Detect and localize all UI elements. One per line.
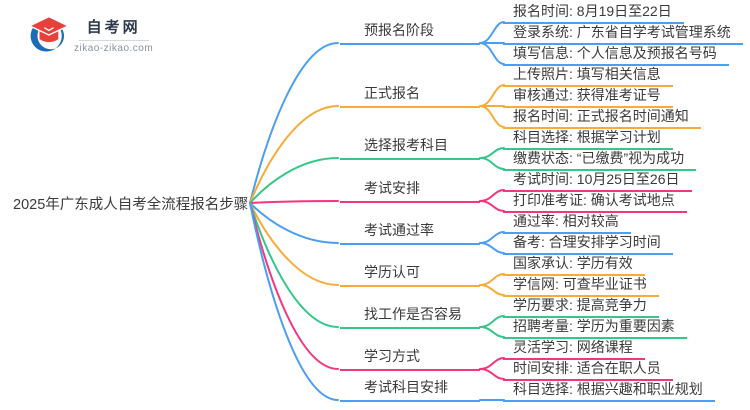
leaf-node: 科目选择: 根据学习计划 xyxy=(503,128,673,150)
branch-node: 正式报名 xyxy=(340,84,480,108)
leaf-node: 灵活学习: 网络课程 xyxy=(503,338,645,360)
leaf-node: 报名时间: 8月19日至22日 xyxy=(503,2,684,24)
leaf-node: 科目选择: 根据兴趣和职业规划 xyxy=(503,380,715,402)
leaf-node: 缴费状态: “已缴费”视为成功 xyxy=(503,149,697,171)
site-url: zikao-zikao.com xyxy=(74,43,154,54)
branch-node: 学历认可 xyxy=(340,263,480,287)
branch-node: 考试通过率 xyxy=(340,221,480,245)
site-name: 自考网 xyxy=(86,19,141,36)
branch-node: 考试安排 xyxy=(340,179,480,203)
graduation-cap-logo-icon xyxy=(28,15,70,52)
leaf-node: 招聘考量: 学历为重要因素 xyxy=(503,317,687,339)
leaf-node: 国家承认: 学历有效 xyxy=(503,254,645,276)
leaf-node: 填写信息: 个人信息及预报名号码 xyxy=(503,44,729,66)
branch-node: 选择报考科目 xyxy=(340,136,480,160)
leaf-node: 时间安排: 适合在职人员 xyxy=(503,359,673,381)
central-topic: 2025年广东成人自考全流程报名步骤 xyxy=(13,197,249,213)
leaf-node: 考试时间: 10月25日至26日 xyxy=(503,170,692,192)
branch-node: 找工作是否容易 xyxy=(340,305,480,329)
leaf-node: 上传照片: 填写相关信息 xyxy=(503,65,673,87)
branch-node: 学习方式 xyxy=(340,347,480,371)
logo-divider xyxy=(78,40,149,41)
leaf-node: 登录系统: 广东省自学考试管理系统 xyxy=(503,23,743,45)
site-logo: 自考网 zikao-zikao.com xyxy=(26,13,153,57)
leaf-node: 通过率: 相对较高 xyxy=(503,212,631,234)
branch-node: 考试科目安排 xyxy=(340,378,480,402)
leaf-node: 打印准考证: 确认考试地点 xyxy=(503,191,687,213)
branch-node: 预报名阶段 xyxy=(340,21,480,45)
leaf-node: 备考: 合理安排学习时间 xyxy=(503,233,673,255)
leaf-node: 学信网: 可查毕业证书 xyxy=(503,275,659,297)
leaf-node: 学历要求: 提高竞争力 xyxy=(503,296,659,318)
leaf-node: 报名时间: 正式报名时间通知 xyxy=(503,107,701,129)
leaf-node: 审核通过: 获得准考证号 xyxy=(503,86,673,108)
